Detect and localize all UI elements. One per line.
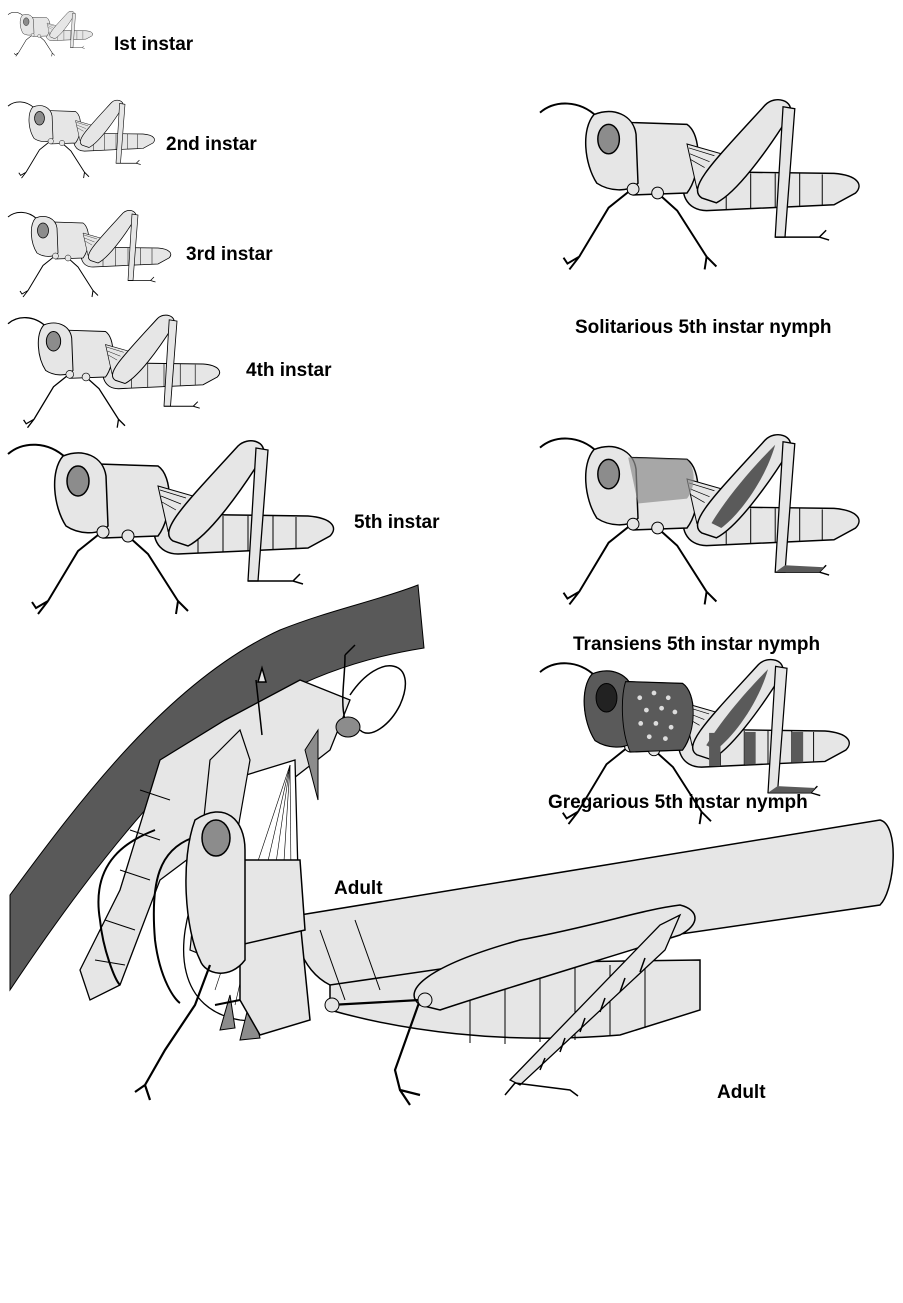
second-instar-nymph	[8, 100, 154, 178]
fifth-instar-nymph	[8, 441, 334, 614]
fourth-instar-nymph	[8, 315, 220, 428]
third-instar-nymph	[8, 210, 171, 297]
transiens-label: Transiens 5th instar nymph	[573, 634, 820, 655]
first-instar-label: Ist instar	[114, 34, 194, 55]
adult-label: Adult	[717, 1082, 766, 1103]
adult-emerging-label-line1: Adult	[334, 878, 383, 899]
fifth-instar-label: 5th instar	[354, 512, 440, 533]
solitarious-nymph	[540, 100, 859, 270]
gregarious-label: Gregarious 5th instar nymph	[548, 792, 808, 813]
adult-locust	[98, 812, 893, 1105]
first-instar-nymph	[8, 11, 93, 56]
transiens-nymph	[540, 435, 859, 605]
solitarious-label: Solitarious 5th instar nymph	[575, 317, 832, 338]
third-instar-label: 3rd instar	[186, 244, 273, 265]
second-instar-label: 2nd instar	[166, 134, 257, 155]
fourth-instar-label: 4th instar	[246, 360, 332, 381]
